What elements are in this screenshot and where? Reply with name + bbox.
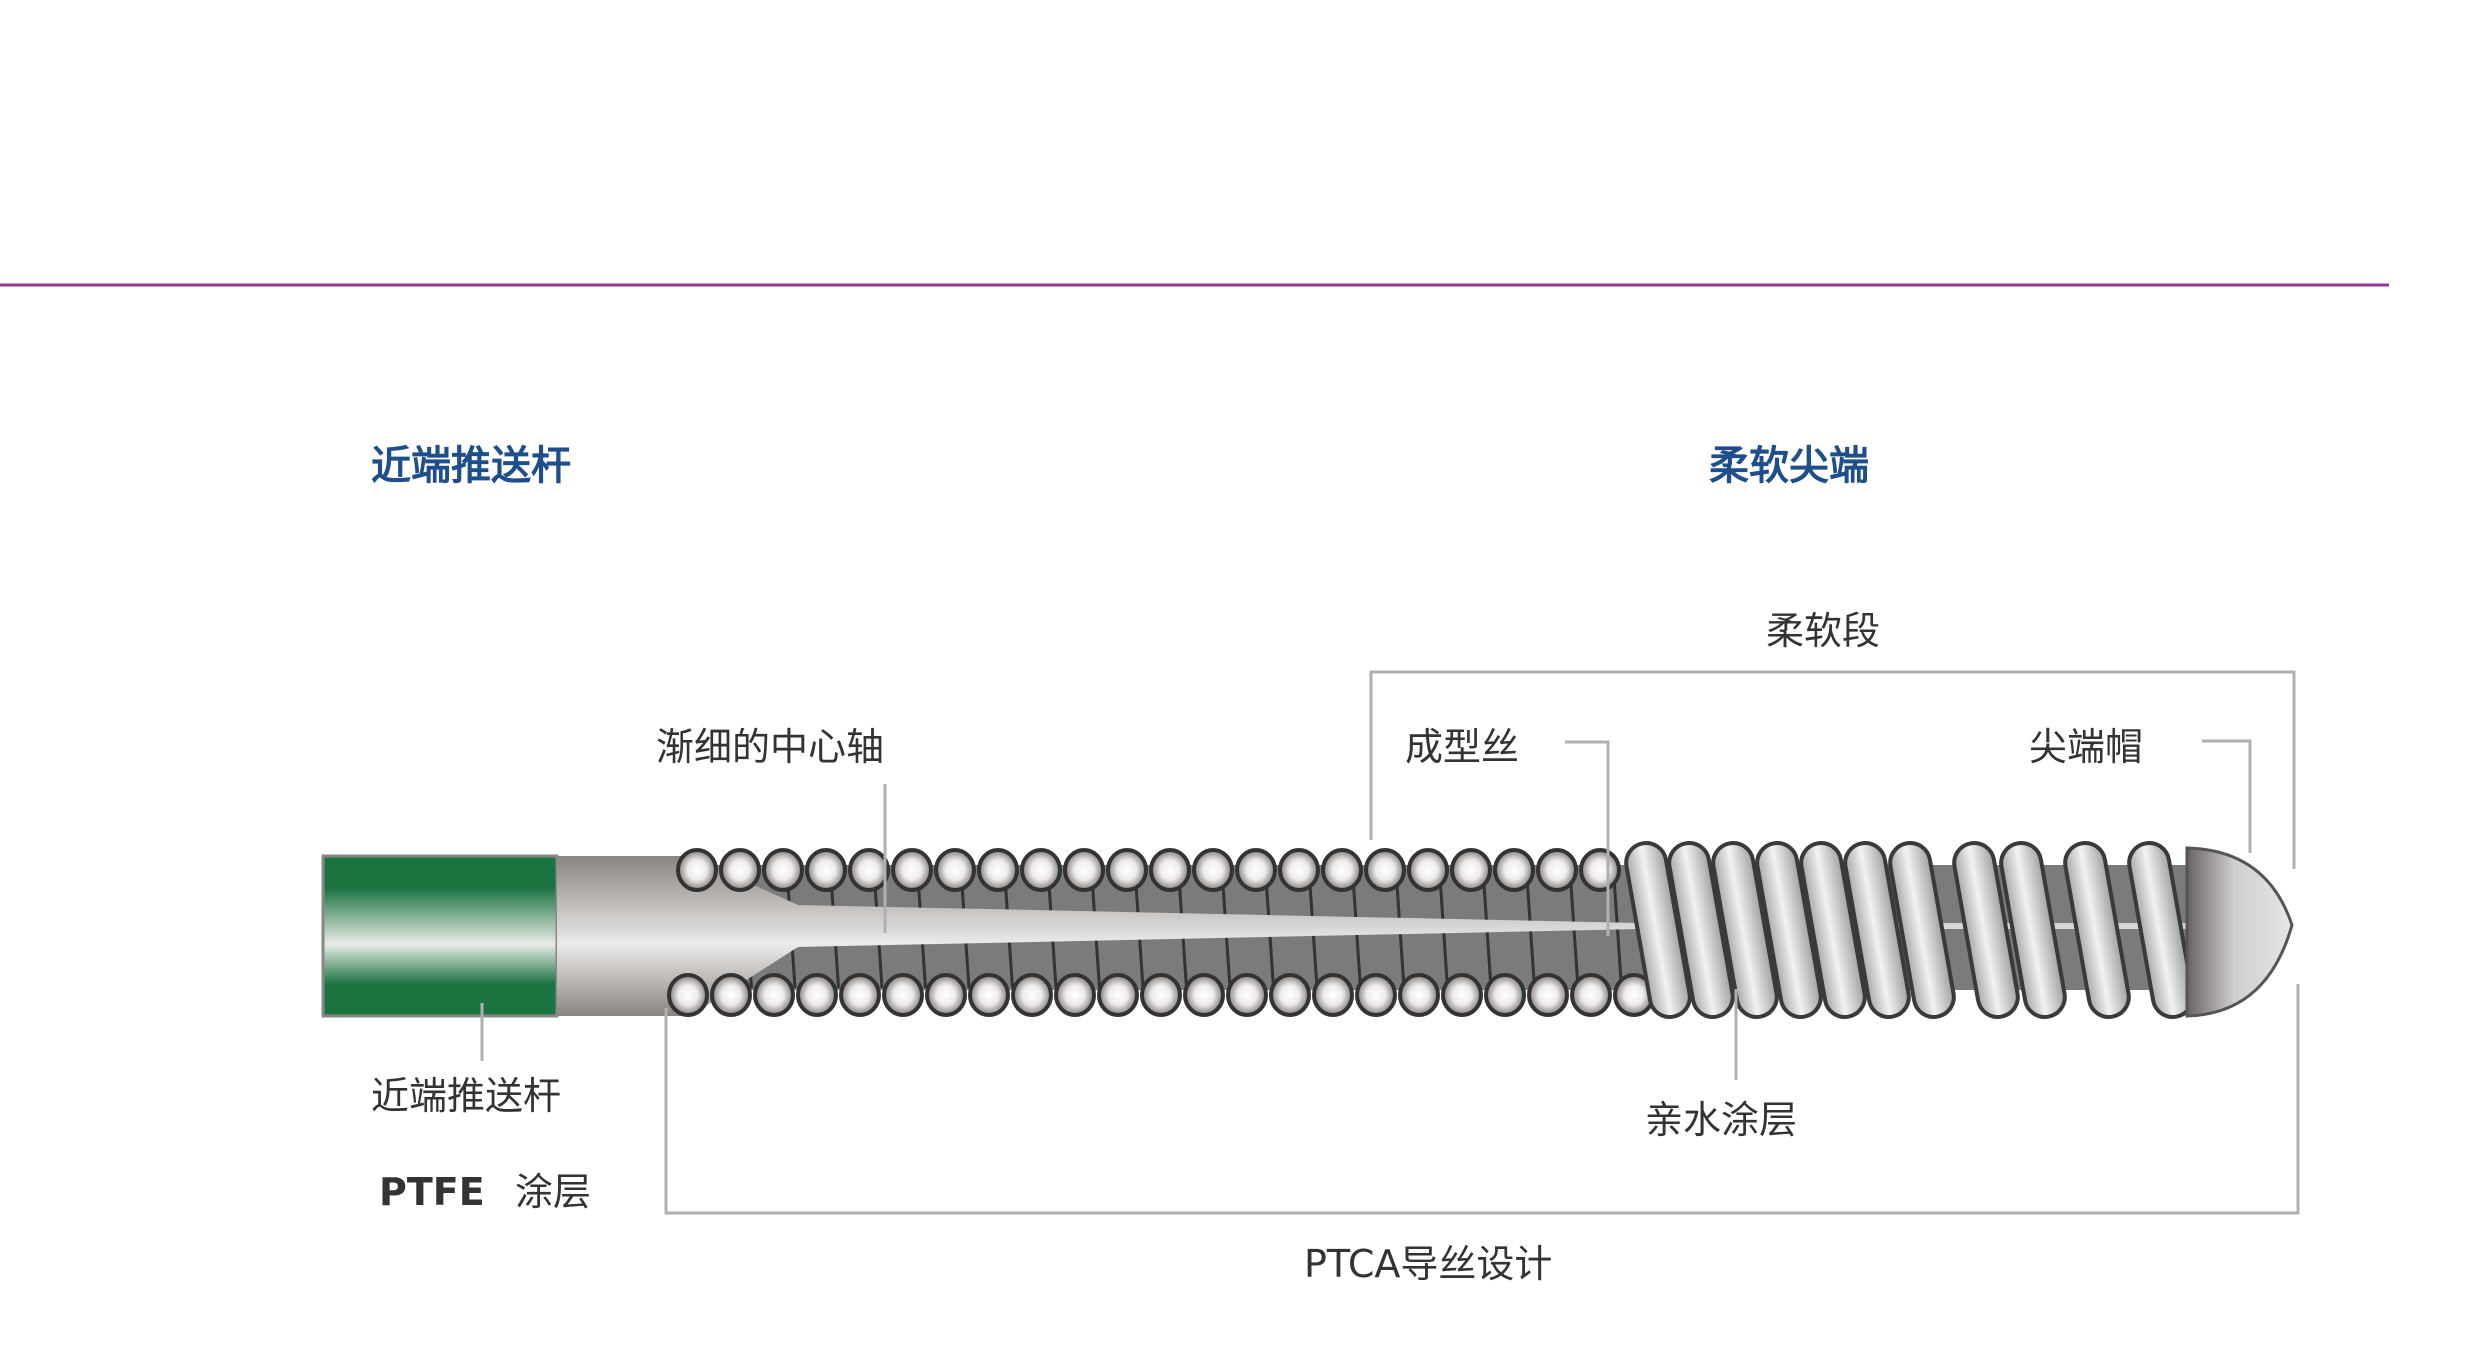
coil-bead [977, 848, 1019, 892]
coil-turn [1799, 841, 1867, 1019]
coil-turn [1888, 841, 1956, 1019]
coil-bead [1106, 848, 1148, 892]
coil-bead [676, 848, 718, 892]
coil-bead [882, 973, 924, 1017]
label-shaping-wire: 成型丝 [1405, 725, 1520, 769]
coil-beads [667, 848, 1655, 1017]
coil-bead [753, 973, 795, 1017]
coil-bead [968, 973, 1010, 1017]
tip-cap-leader [2202, 739, 2252, 853]
coil-bead [1493, 848, 1535, 892]
coil-turn [2127, 841, 2195, 1019]
coil-bead [1484, 973, 1526, 1017]
coil-bead [839, 973, 881, 1017]
coil-turn [1999, 841, 2067, 1019]
coil-bead [1441, 973, 1483, 1017]
coil-bead [1226, 973, 1268, 1017]
coil-bead [1192, 848, 1234, 892]
coil-turn [1843, 841, 1911, 1019]
coil-turn [1624, 841, 1692, 1019]
coil-bead [1149, 848, 1191, 892]
coil-bead [719, 848, 761, 892]
coil-bead [1235, 848, 1277, 892]
ptca-bracket [664, 984, 2300, 1215]
coil-bead [1536, 848, 1578, 892]
coil-bead [1450, 848, 1492, 892]
label-soft-segment: 柔软段 [1766, 609, 1881, 653]
coil-turn [1755, 841, 1823, 1019]
coil-bead [925, 973, 967, 1017]
coil-bead [1398, 973, 1440, 1017]
coil-bead [1527, 973, 1569, 1017]
shaping-wire-leader [1565, 740, 1610, 936]
coil-turn [1952, 841, 2020, 1019]
coil-bead [796, 973, 838, 1017]
label-ptfe: PTFE [379, 1170, 485, 1214]
coil-bead [934, 848, 976, 892]
coil-bead [1355, 973, 1397, 1017]
coil-bead [1063, 848, 1105, 892]
shaping-coils [1624, 841, 2195, 1019]
coil-bead [805, 848, 847, 892]
coil-bead [1570, 973, 1612, 1017]
coil-bead [667, 973, 709, 1017]
coil-bead [1269, 973, 1311, 1017]
label-coating: 涂层 [515, 1170, 592, 1214]
label-tapered-core: 渐细的中心轴 [656, 725, 885, 769]
coil-bead [848, 848, 890, 892]
coil-bead [1011, 973, 1053, 1017]
coil-bead [1321, 848, 1363, 892]
coil-bead [1054, 973, 1096, 1017]
coil-bead [1407, 848, 1449, 892]
coil-bead [710, 973, 752, 1017]
label-tip-cap: 尖端帽 [2029, 725, 2144, 769]
coil-bead [1183, 973, 1225, 1017]
coil-turn [1667, 841, 1735, 1019]
coil-bead [1312, 973, 1354, 1017]
coil-turn [1711, 841, 1779, 1019]
coil-bead [762, 848, 804, 892]
coil-bead [1097, 973, 1139, 1017]
label-hydrophilic: 亲水涂层 [1645, 1098, 1798, 1142]
tip-cap [2185, 846, 2294, 1018]
soft-segment-bracket [1369, 670, 2296, 869]
heading-proximal: 近端推送杆 [371, 443, 571, 489]
coil-bead [1278, 848, 1320, 892]
diagram-title: PTCA导丝设计 [1304, 1242, 1553, 1286]
coil-bead [1579, 848, 1621, 892]
coil-bead [891, 848, 933, 892]
coil-bead [1364, 848, 1406, 892]
ptfe-section [321, 854, 559, 1018]
heading-tip: 柔软尖端 [1709, 443, 1869, 489]
coil-bead [1020, 848, 1062, 892]
label-proximal-shaft: 近端推送杆 [371, 1074, 562, 1118]
coil-bead [1140, 973, 1182, 1017]
coil-turn [2063, 841, 2131, 1019]
